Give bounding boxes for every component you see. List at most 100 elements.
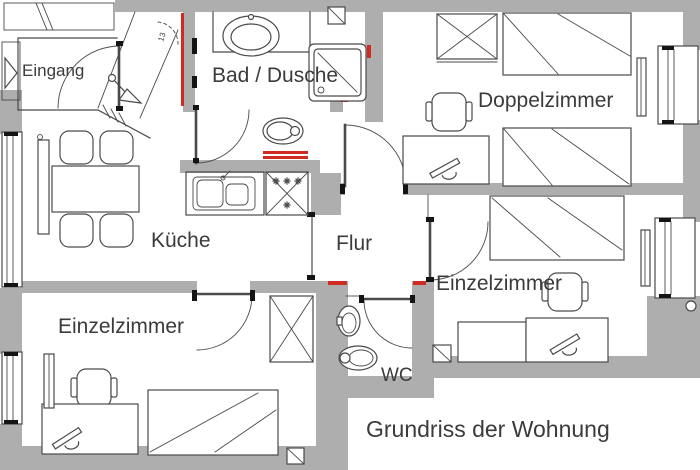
door-eingang [57,44,121,110]
room-label-einzelzimmer-links: Einzelzimmer [58,315,184,338]
stove-symbol [265,171,309,216]
wall [683,0,700,50]
corridor-diagonal [97,11,136,109]
sink-unit-symbol [185,170,265,216]
room-label-bad: Bad / Dusche [212,64,338,87]
side-table-symbol [457,321,527,363]
exterior-step-outline [3,2,115,31]
wall [22,281,197,293]
red-mark [263,151,308,154]
room-label-eingang: Eingang [22,61,84,80]
corridor-hatch [102,104,127,127]
shower-symbol [308,43,367,102]
red-mark [367,45,371,58]
corridor-diagonal [139,29,179,119]
door-swing-arc [344,124,407,187]
wall [365,0,383,122]
chair-symbol [425,92,473,132]
room-label-flur: Flur [336,232,372,255]
wall [316,183,345,195]
vent-shaft-symbol [286,447,305,465]
door-swing-arc [195,109,250,164]
window-kitchen-left [1,131,23,288]
eingang-room-outline [17,37,118,111]
wc-fixtures [336,305,378,371]
wardrobe-symbol [269,295,314,363]
vent-shaft-symbol [432,344,452,363]
door-swing-arc [363,299,413,349]
doppelzimmer-furniture [402,12,632,187]
desk-symbol [525,317,609,363]
corridor-edge [17,109,151,139]
einzelzimmer-links-furniture [41,295,314,465]
kitchen-chair-symbol [99,130,134,165]
room-label-doppelzimmer: Doppelzimmer [478,89,613,112]
dining-table-symbol [51,165,140,213]
entry-arrow-icon [117,88,143,104]
entry-area [1,2,429,297]
desk-symbol [41,403,139,455]
room-label-wc: WC [381,365,413,386]
entry-door-triangle-icon [4,56,18,90]
entry-arrow-pivot [107,73,117,83]
room-label-kueche: Küche [151,229,211,252]
bed-symbol [489,195,625,261]
wall [330,100,343,112]
red-mark [263,156,308,159]
window-einzelzimmer-right [640,217,696,299]
wall [683,120,700,222]
wall [183,10,195,112]
red-mark [328,281,347,285]
wall [180,160,320,173]
kitchen-chair-symbol [99,213,134,248]
bed-symbol [502,12,632,76]
wall [0,288,22,354]
wall [250,281,316,293]
wall [412,281,434,381]
door-doppelzimmer [343,123,407,188]
kitchen-chair-symbol [59,130,94,165]
toilet-symbol [338,345,378,371]
door-einzelzimmer-links [195,292,254,351]
door-einzelzimmer-rechts [428,220,489,282]
wall [0,90,22,134]
bed-symbol [502,127,632,187]
wall [115,0,700,12]
einzelzimmer-rechts-furniture [432,195,697,363]
radiator-symbol [37,139,50,235]
bed-symbol [147,389,279,456]
stair-annotation: 13 [156,31,167,43]
room-labels: Eingang Bad / Dusche Doppelzimmer Küche … [22,31,613,442]
red-mark [413,281,426,285]
door-jambs [116,38,434,303]
stair-arc [157,21,179,45]
doors [57,44,489,351]
radiator-symbol [636,57,647,117]
door-wc [362,297,414,349]
wall [0,424,22,448]
red-accent-marks [181,13,426,285]
red-mark [181,13,184,106]
window-doppelzimmer-right [636,45,699,125]
door-swing-arc [196,294,253,351]
floorplan-caption: Grundriss der Wohnung [366,416,610,442]
room-label-einzelzimmer-rechts: Einzelzimmer [436,272,562,295]
wardrobe-symbol [436,13,498,63]
entry-door-frame [1,41,21,101]
door-swing-arc [429,221,489,281]
chair-symbol [70,368,118,408]
washbasin-symbol [222,13,280,57]
door-bad [194,108,250,165]
door-swing-arc [57,45,121,109]
vent-shaft-symbol [327,6,346,25]
radiator-symbol [640,229,651,287]
door-stopper-circle [685,300,697,312]
toilet-symbol [262,117,304,145]
kitchen-chair-symbol [59,213,94,248]
window-bedroom-left [1,351,23,425]
kueche-furniture [37,130,309,248]
washbasin-symbol [336,305,361,337]
desk-symbol [402,135,490,185]
